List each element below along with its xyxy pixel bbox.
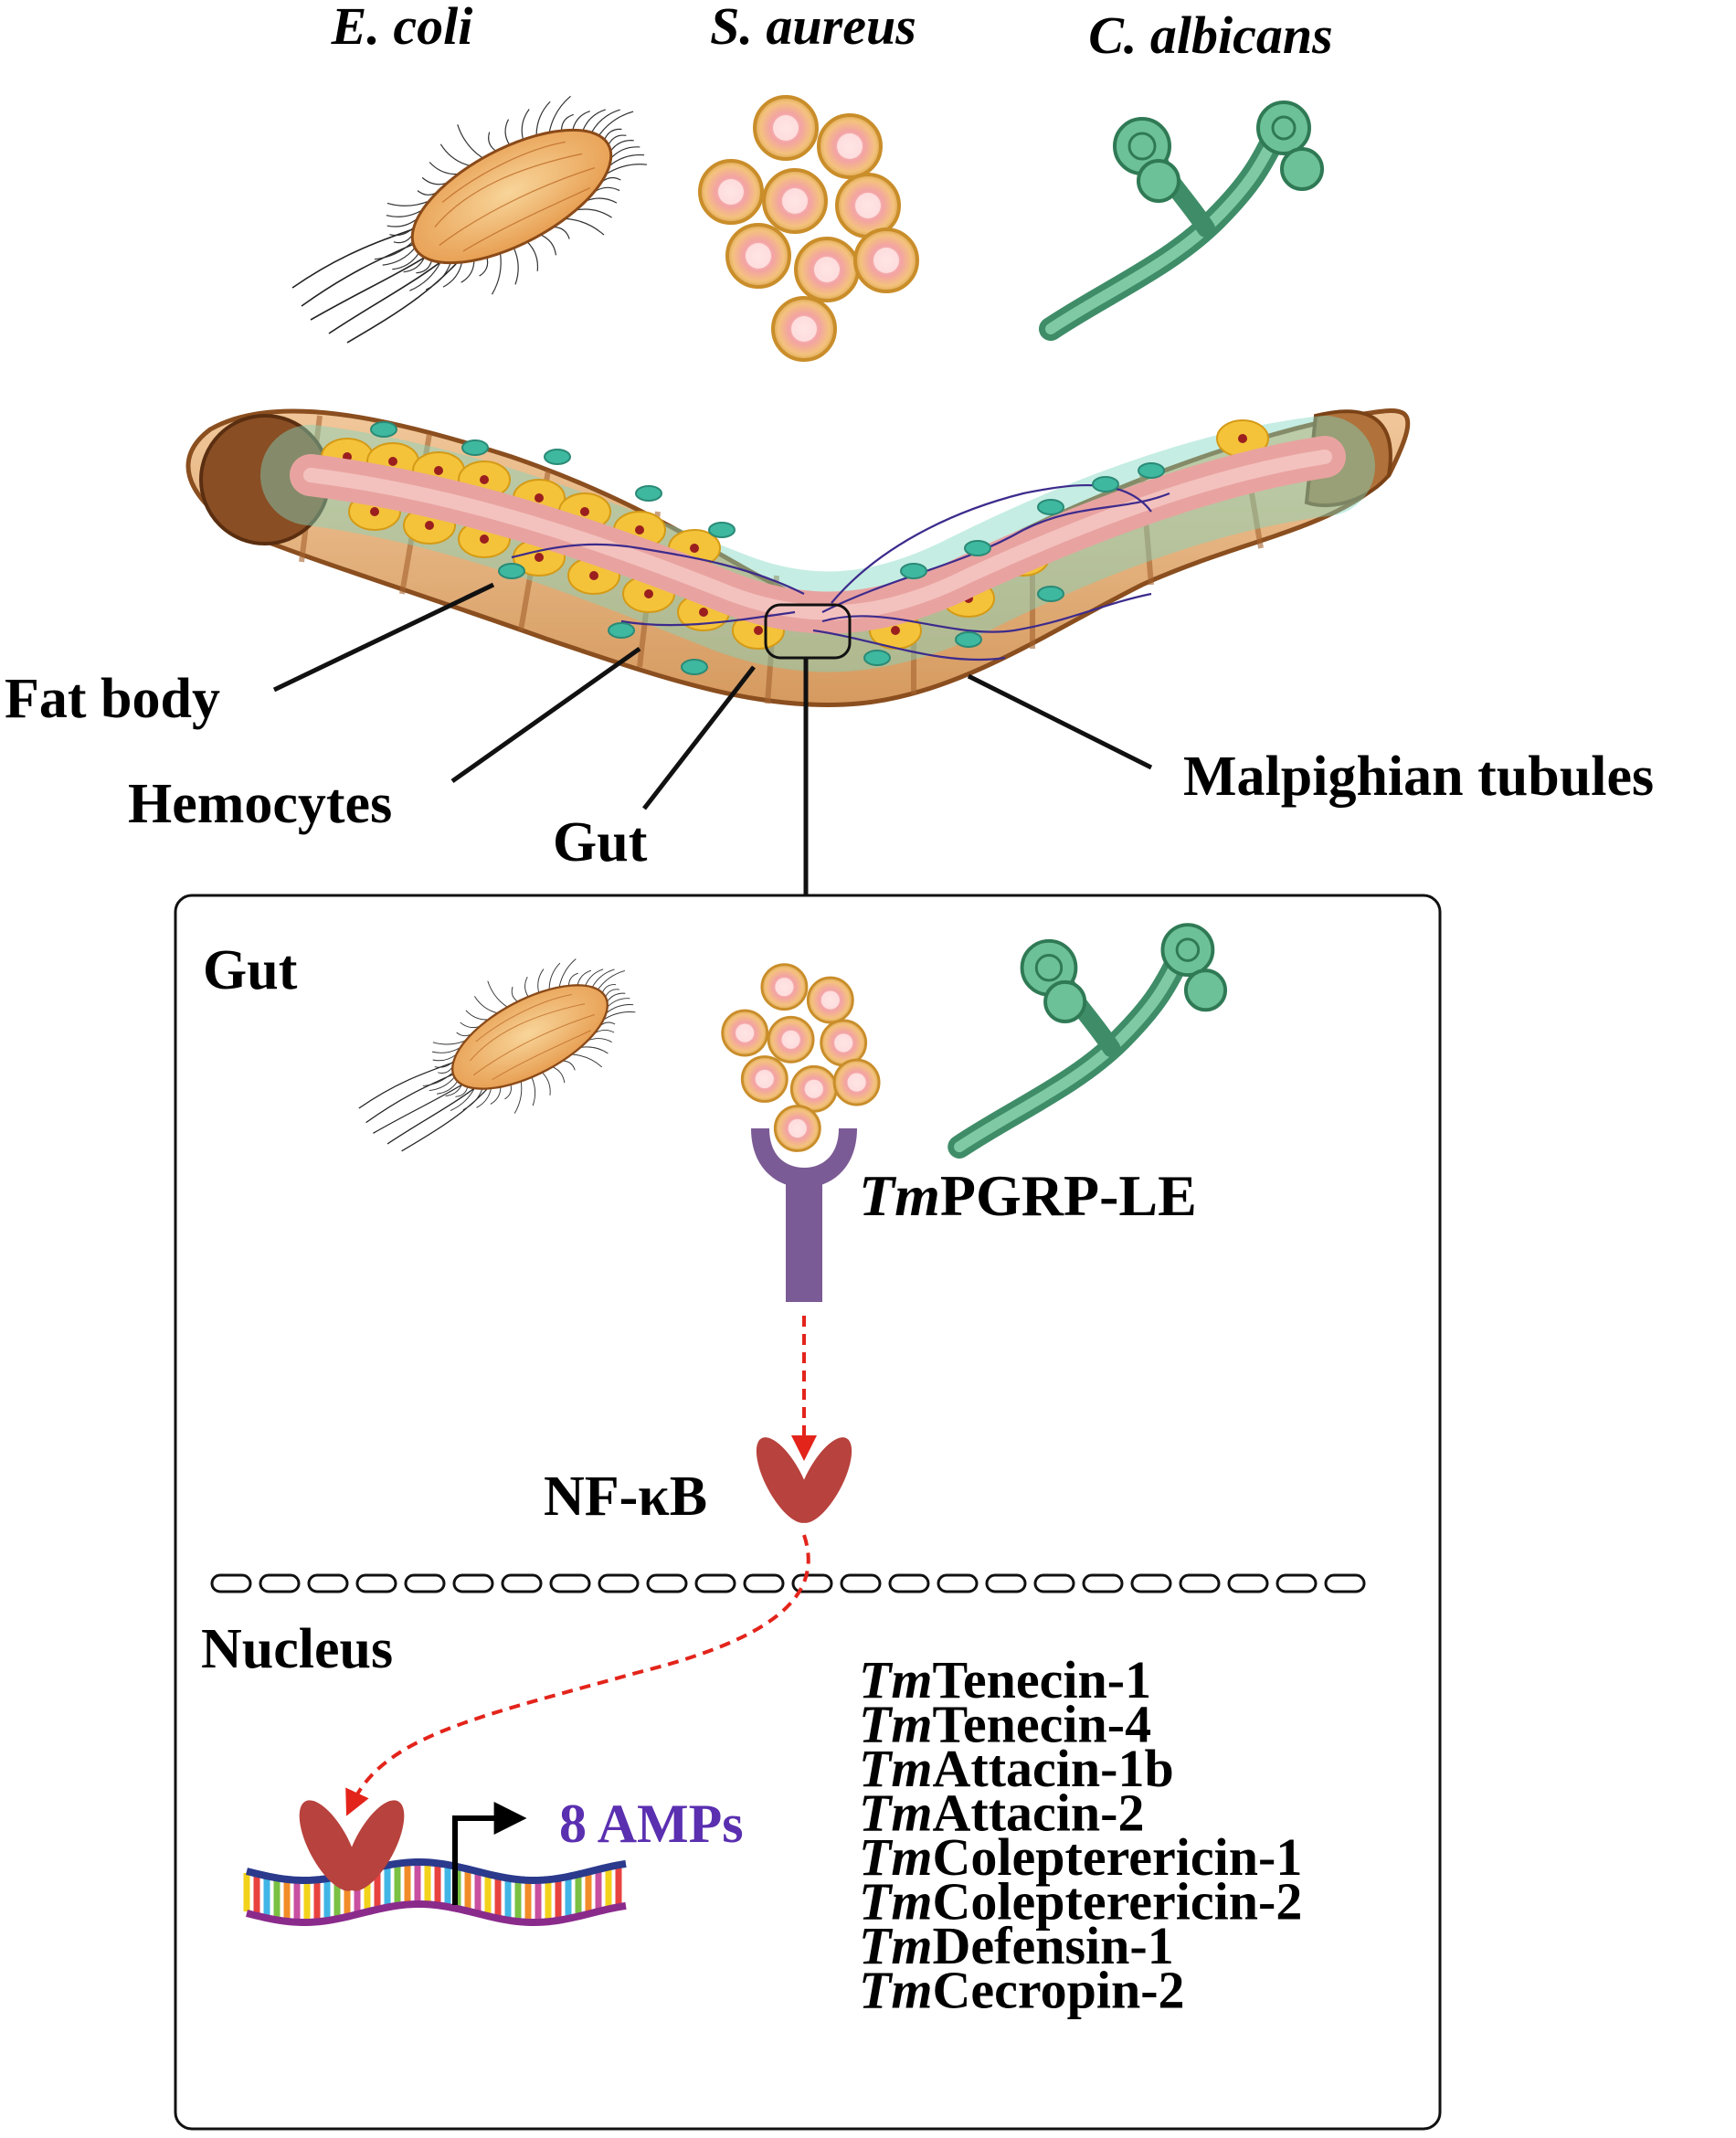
hemocyte-cells xyxy=(370,421,1165,675)
label-ecoli: E. coli xyxy=(331,0,473,56)
amp-name: Attacin-2 xyxy=(933,1783,1145,1843)
amp-name: Cecropin-2 xyxy=(933,1961,1185,2020)
amp-list-item: TmTenecin-1 xyxy=(859,1650,1151,1709)
amp-prefix: Tm xyxy=(859,1739,933,1798)
label-hemocytes: Hemocytes xyxy=(128,773,392,835)
amp-prefix: Tm xyxy=(859,1916,933,1975)
label-malpighian-tubules: Malpighian tubules xyxy=(1183,746,1654,808)
nfkb-label: NF-κB xyxy=(544,1466,707,1528)
nfkb-bound-icon xyxy=(299,1800,405,1891)
tissue-leader-lines xyxy=(272,582,1153,895)
amp-name: Tenecin-4 xyxy=(933,1695,1152,1754)
nucleus-label: Nucleus xyxy=(201,1618,393,1680)
nuclear-membrane xyxy=(210,1573,1366,1593)
mealworm-larva xyxy=(185,408,1411,708)
amp-list-item: TmCecropin-2 xyxy=(859,1961,1185,2020)
label-gut: Gut xyxy=(553,811,648,873)
amp-name: Tenecin-1 xyxy=(933,1650,1152,1709)
amp-list-item: TmColepterericin-1 xyxy=(859,1827,1302,1887)
amp-list-item: TmDefensin-1 xyxy=(859,1916,1174,1975)
inset-calbicans-icon xyxy=(947,923,1228,1159)
amp-prefix: Tm xyxy=(859,1872,933,1932)
transcription-arrow xyxy=(452,1802,527,1905)
amp-name: Defensin-1 xyxy=(933,1916,1174,1975)
signal-arrow-2 xyxy=(345,1534,810,1816)
amp-name: Colepterericin-2 xyxy=(933,1872,1303,1932)
label-saureus: S. aureus xyxy=(710,0,916,56)
nfkb-dimer-icon xyxy=(756,1437,852,1523)
amp-prefix: Tm xyxy=(859,1695,933,1754)
calbicans-fungus-icon xyxy=(1039,101,1324,341)
ecoli-bacterium-icon xyxy=(291,94,649,344)
label-fat-body: Fat body xyxy=(5,668,220,730)
amp-gene-list: TmTenecin-1TmTenecin-4TmAttacin-1bTmAtta… xyxy=(859,1650,1302,2020)
amp-name: Colepterericin-1 xyxy=(933,1827,1303,1887)
pgrp-le-receptor-icon xyxy=(751,1128,857,1302)
amp-prefix: Tm xyxy=(859,1961,933,2020)
receptor-label: TmPGRP-LE xyxy=(859,1163,1197,1228)
amp-list-item: TmAttacin-2 xyxy=(859,1783,1145,1843)
amp-name: Attacin-1b xyxy=(933,1739,1174,1798)
amp-prefix: Tm xyxy=(859,1827,933,1887)
larva-tail xyxy=(1304,409,1392,508)
receptor-name: PGRP-LE xyxy=(940,1163,1197,1228)
amp-prefix: Tm xyxy=(859,1650,933,1709)
receptor-prefix: Tm xyxy=(859,1163,940,1228)
dna-icon xyxy=(243,1858,627,1927)
inset-title: Gut xyxy=(203,939,298,1001)
saureus-cluster-icon xyxy=(698,95,919,362)
amp-prefix: Tm xyxy=(859,1783,933,1843)
amp-list-item: TmColepterericin-2 xyxy=(859,1872,1302,1932)
pathogen-row: E. coli S. aureus C. albicans xyxy=(291,0,1333,362)
amp-list-item: TmAttacin-1b xyxy=(859,1739,1174,1798)
label-calbicans: C. albicans xyxy=(1088,5,1333,65)
amp-list-item: TmTenecin-4 xyxy=(859,1695,1151,1754)
amps-label: 8 AMPs xyxy=(559,1794,744,1854)
